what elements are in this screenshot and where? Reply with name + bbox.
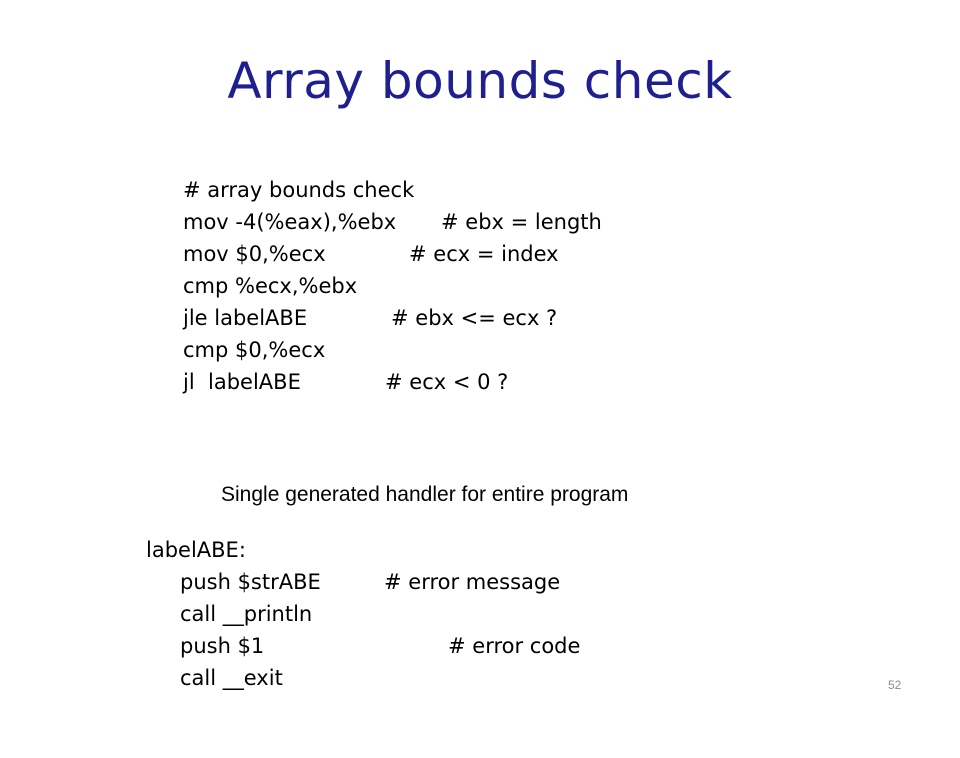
code-line: mov $0,%ecx # ecx = index [183, 238, 559, 270]
code-comment: # error code [448, 634, 581, 658]
code-comment: # error message [384, 570, 561, 594]
code-comment: # ecx = index [409, 242, 559, 266]
code-instruction: mov $0,%ecx [183, 242, 326, 266]
code-instruction: jl labelABE [183, 370, 301, 394]
code-line: call __exit [146, 662, 283, 694]
code-instruction: cmp %ecx,%ebx [183, 274, 358, 298]
code-comment: # ebx = length [441, 210, 602, 234]
code-instruction: # array bounds check [183, 178, 415, 202]
code-comment: # ebx <= ecx ? [391, 306, 558, 330]
code-instruction: cmp $0,%ecx [183, 338, 326, 362]
code-line: push $strABE # error message [146, 566, 560, 598]
code-line: jle labelABE # ebx <= ecx ? [183, 302, 557, 334]
code-instruction: call __exit [180, 666, 283, 690]
code-label: labelABE: [146, 538, 246, 562]
page-number: 52 [888, 678, 902, 692]
error-handler-code: labelABE: push $strABE # error message c… [146, 534, 580, 694]
code-instruction: call __println [180, 602, 313, 626]
code-instruction: push $strABE [180, 570, 321, 594]
code-line: mov -4(%eax),%ebx # ebx = length [183, 206, 602, 238]
slide-title: Array bounds check [227, 52, 733, 110]
code-line: labelABE: [146, 534, 246, 566]
code-instruction: mov -4(%eax),%ebx [183, 210, 397, 234]
handler-caption: Single generated handler for entire prog… [221, 483, 629, 506]
code-line: cmp %ecx,%ebx [183, 270, 357, 302]
code-comment: # ecx < 0 ? [385, 370, 509, 394]
bounds-check-code: # array bounds check mov -4(%eax),%ebx #… [183, 174, 602, 398]
code-line: call __println [146, 598, 312, 630]
code-line: push $1 # error code [146, 630, 580, 662]
code-line: # array bounds check [183, 174, 414, 206]
code-line: jl labelABE # ecx < 0 ? [183, 366, 508, 398]
code-line: cmp $0,%ecx [183, 334, 325, 366]
code-instruction: jle labelABE [183, 306, 308, 330]
code-instruction: push $1 [180, 634, 265, 658]
